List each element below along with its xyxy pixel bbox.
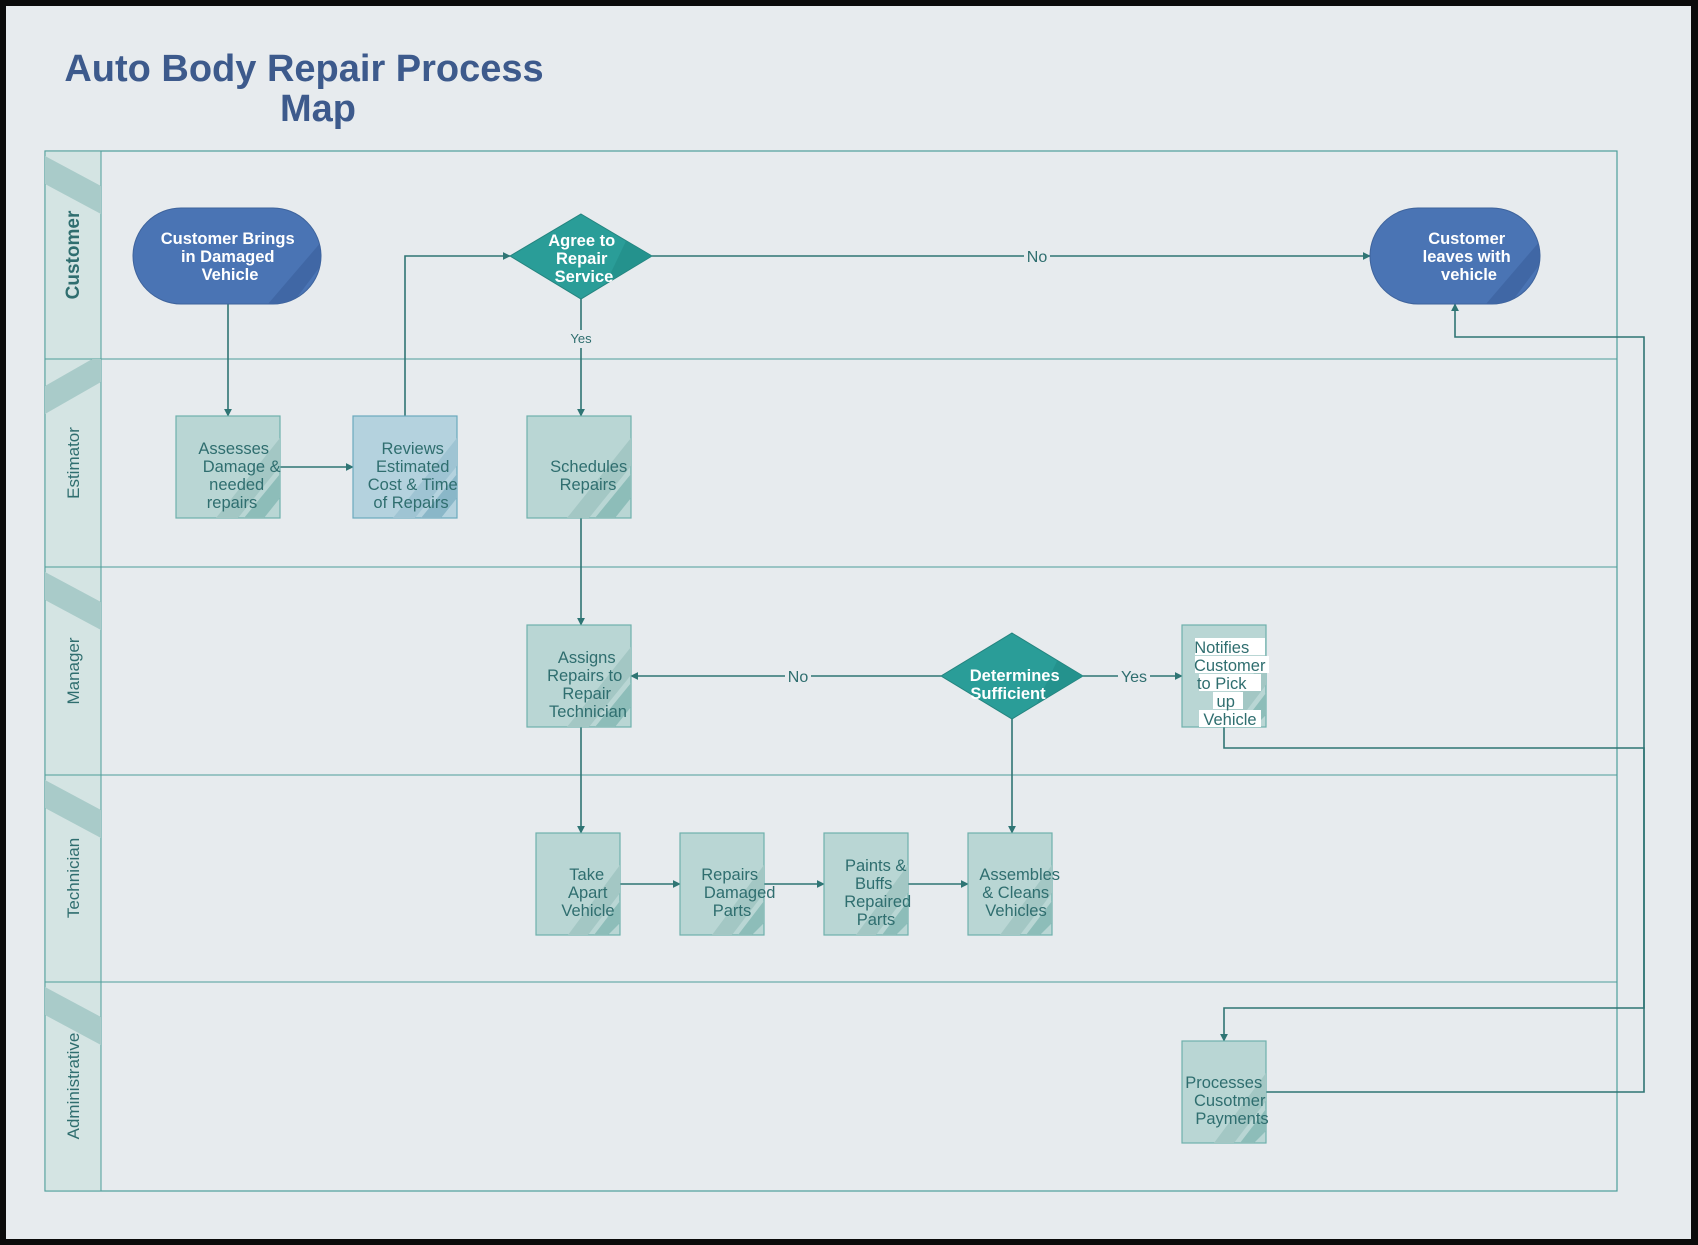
node-assigns-repairs[interactable]: Assigns Repairs to Repair Technician <box>526 624 632 728</box>
node-customer-leaves[interactable]: Customer leaves with vehicle <box>1369 207 1546 305</box>
svg-text:No: No <box>788 669 809 686</box>
lane-header-technician <box>44 774 102 983</box>
svg-text:Schedules Repairs: Schedules Repairs <box>550 458 632 494</box>
lane-label-administrative: Administrative <box>64 1033 83 1140</box>
svg-text:Reviews Estimated: Reviews Estimated Cost & Time of Repairs <box>368 440 462 512</box>
lane-header-administrative <box>44 981 102 1192</box>
svg-text:Notifies Customer: Notifies Customer to Pick up Vehicle <box>1194 639 1270 729</box>
svg-text:Assembles & Cleans: Assembles & Cleans Vehicles <box>979 866 1064 920</box>
notifies-text-highlight <box>1195 638 1269 727</box>
diagram-canvas: Auto Body Repair Process Map Customer Es… <box>6 6 1691 1239</box>
node-assesses-damage[interactable]: Assesses Damage & needed repairs <box>175 415 285 519</box>
svg-text:Yes: Yes <box>570 331 592 346</box>
node-repairs-damaged-parts[interactable]: Repairs Damaged Parts <box>679 832 780 936</box>
lane-header-manager <box>44 566 102 776</box>
node-processes-payments[interactable]: Processes Cusotmer Payments <box>1181 1040 1270 1144</box>
swimlane-pool <box>44 150 1618 1192</box>
svg-text:Customer leaves with: Customer leaves with vehicle <box>1423 230 1516 284</box>
lane-header-estimator <box>44 358 102 568</box>
connectors <box>224 252 1645 1093</box>
svg-text:Paints & Buffs Rep: Paints & Buffs Repaired Parts <box>844 857 916 929</box>
node-assembles-cleans[interactable]: Assembles & Cleans Vehicles <box>967 832 1065 936</box>
svg-text:Assigns Repairs to: Assigns Repairs to Repair Technician <box>547 649 627 721</box>
node-determines-sufficient-decision[interactable]: Determines Sufficient <box>940 632 1084 720</box>
svg-text:No: No <box>1027 249 1048 266</box>
edge-label-determine-yes: Yes <box>1118 666 1150 686</box>
node-notifies-customer[interactable]: Notifies Customer to Pick up Vehicle <box>1181 624 1270 729</box>
process-map: Auto Body Repair Process Map Customer Es… <box>44 48 1645 1192</box>
svg-text:Repairs Damaged Pa: Repairs Damaged Parts <box>701 866 780 920</box>
lane-label-estimator: Estimator <box>64 427 83 499</box>
node-agree-repair-decision[interactable]: Agree to Repair Service <box>509 213 653 300</box>
node-schedules-repairs[interactable]: Schedules Repairs <box>526 415 632 519</box>
svg-text:Processes Cusotmer: Processes Cusotmer Payments <box>1185 1074 1270 1128</box>
edge-label-agree-yes: Yes <box>568 330 594 348</box>
edge-process-to-leaves <box>1266 303 1645 1093</box>
lane-label-customer: Customer <box>63 210 84 299</box>
svg-text:Agree to Repair Se: Agree to Repair Service <box>548 232 620 286</box>
lane-label-manager: Manager <box>64 637 83 704</box>
node-take-apart-vehicle[interactable]: Take Apart Vehicle <box>535 832 621 936</box>
node-customer-brings[interactable]: Customer Brings in Damaged Vehicle <box>132 207 328 305</box>
diagram-title-line2: Map <box>280 88 356 130</box>
edge-review-to-agree <box>404 252 511 416</box>
edge-label-agree-no: No <box>1024 246 1050 266</box>
edge-label-determine-no: No <box>785 666 811 686</box>
diagram-title-line1: Auto Body Repair Process <box>64 48 543 90</box>
lane-header-customer <box>44 150 102 360</box>
svg-text:Yes: Yes <box>1121 669 1147 686</box>
lane-label-technician: Technician <box>64 838 83 918</box>
svg-text:Determines Sufficient: Determines Sufficient <box>970 667 1064 703</box>
svg-text:Assesses Damage &: Assesses Damage & needed repairs <box>198 440 285 512</box>
node-reviews-estimate[interactable]: Reviews Estimated Cost & Time of Repairs <box>352 415 462 519</box>
svg-text:Customer Brings in Damag: Customer Brings in Damaged Vehicle <box>161 230 299 284</box>
svg-text:Take Apart Vehicle: Take Apart Vehicle <box>561 866 614 920</box>
node-paints-buffs[interactable]: Paints & Buffs Repaired Parts <box>823 832 916 936</box>
